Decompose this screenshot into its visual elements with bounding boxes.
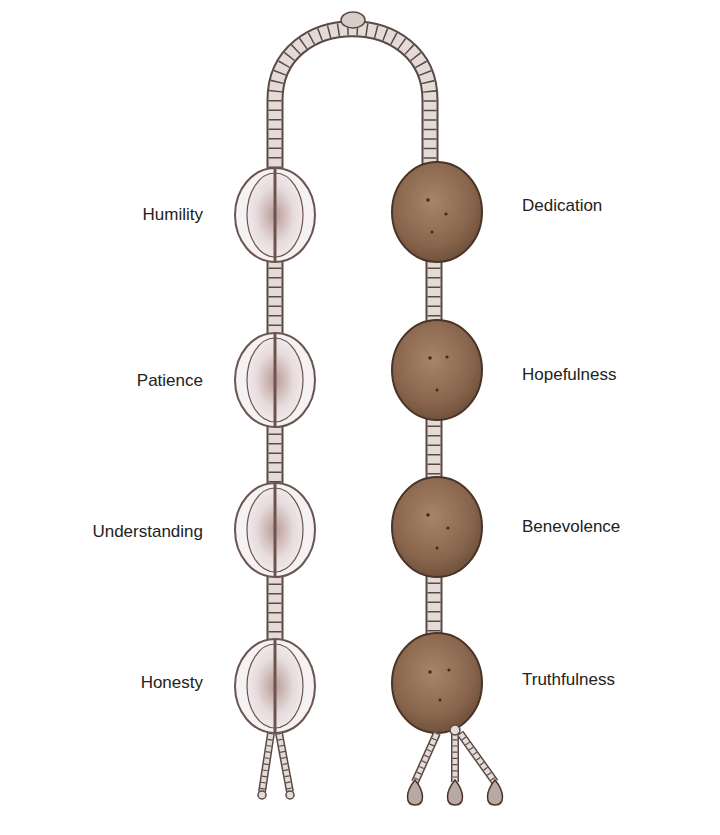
virtue-label: Dedication — [522, 195, 602, 217]
virtue-label: Benevolence — [522, 516, 620, 538]
virtue-label: Patience — [137, 370, 203, 392]
virtue-label: Hopefulness — [522, 364, 617, 386]
virtue-label: Understanding — [92, 521, 203, 543]
virtue-label: Honesty — [141, 672, 203, 694]
virtue-label: Humility — [143, 204, 203, 226]
virtue-label: Truthfulness — [522, 669, 615, 691]
